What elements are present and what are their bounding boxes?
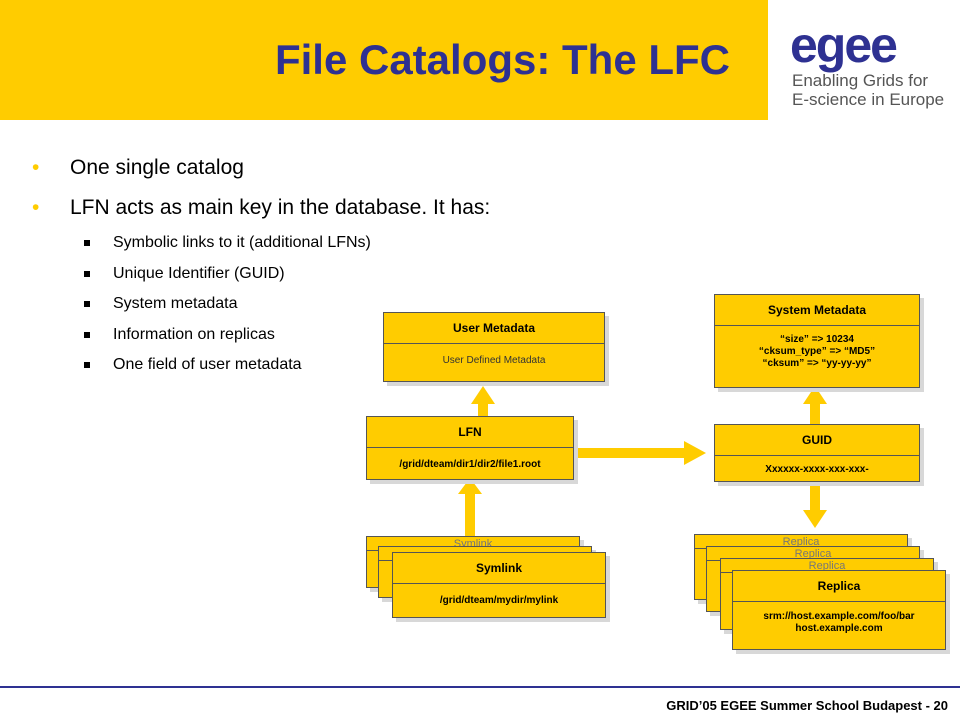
bullet-item: • LFN acts as main key in the database. I… — [32, 188, 490, 228]
arrow-lfn-to-guid-shaft — [572, 448, 686, 458]
box-title: User Metadata — [384, 313, 604, 344]
arrow-symlink-to-lfn-head — [458, 478, 482, 494]
box-body: /grid/dteam/dir1/dir2/file1.root — [399, 459, 541, 470]
metadata-line: “cksum” => “yy-yy-yy” — [762, 358, 872, 369]
sub-bullet-item: System metadata — [32, 289, 490, 320]
box-body: User Defined Metadata — [442, 355, 546, 366]
arrow-guid-to-system-metadata-shaft — [810, 402, 820, 426]
logo-wordmark: egee — [790, 17, 898, 73]
bullet-dot-icon: • — [32, 196, 40, 219]
sub-bullet-item: Unique Identifier (GUID) — [32, 259, 490, 290]
bullet-list: • One single catalog • LFN acts as main ke… — [32, 148, 490, 381]
arrow-lfn-to-user-metadata-shaft — [478, 402, 488, 418]
box-title: LFN — [367, 417, 573, 448]
metadata-line: “cksum_type” => “MD5” — [758, 346, 876, 357]
bullet-text: LFN acts as main key in the database. It… — [70, 196, 491, 219]
replica-line: srm://host.example.com/foo/bar — [763, 611, 915, 622]
guid-box: GUID Xxxxxx-xxxx-xxx-xxx- — [714, 424, 920, 482]
sub-bullet-text: Symbolic links to it (additional LFNs) — [113, 234, 371, 251]
header-band — [0, 0, 768, 120]
box-body: “size” => 10234 “cksum_type” => “MD5” “c… — [715, 326, 919, 370]
square-bullet-icon — [84, 240, 90, 246]
arrow-guid-to-replica-head — [803, 510, 827, 528]
metadata-line: “size” => 10234 — [780, 334, 854, 345]
sub-bullet-text: System metadata — [113, 295, 238, 312]
arrow-lfn-to-user-metadata-head — [471, 386, 495, 404]
replica-box: Replica srm://host.example.com/foo/bar h… — [732, 570, 946, 650]
box-title: GUID — [715, 425, 919, 456]
box-body: Xxxxxx-xxxx-xxx-xxx- — [765, 464, 869, 475]
sub-bullet-item: One field of user metadata — [32, 350, 490, 381]
sub-bullet-text: Information on replicas — [113, 325, 275, 343]
symlink-box: Symlink /grid/dteam/mydir/mylink — [392, 552, 606, 618]
square-bullet-icon — [84, 270, 90, 277]
footer-divider — [0, 686, 960, 688]
square-bullet-icon — [84, 301, 90, 307]
footer-text: GRID’05 EGEE Summer School Budapest - 20 — [666, 698, 948, 713]
logo-tagline-1: Enabling Grids for — [792, 71, 929, 90]
arrow-symlink-to-lfn-shaft — [465, 492, 475, 542]
arrow-guid-to-replica-shaft — [810, 482, 820, 512]
box-title: System Metadata — [715, 295, 919, 326]
lfn-box: LFN /grid/dteam/dir1/dir2/file1.root — [366, 416, 574, 480]
sub-bullet-text: Unique Identifier (GUID) — [113, 264, 285, 282]
sub-bullet-item: Information on replicas — [32, 320, 490, 351]
sub-bullet-item: Symbolic links to it (additional LFNs) — [32, 228, 490, 259]
user-metadata-box: User Metadata User Defined Metadata — [383, 312, 605, 382]
arrow-guid-to-system-metadata-head — [803, 386, 827, 404]
square-bullet-icon — [84, 362, 90, 368]
sub-bullet-text: One field of user metadata — [113, 356, 302, 373]
system-metadata-box: System Metadata “size” => 10234 “cksum_t… — [714, 294, 920, 388]
bullet-text: One single catalog — [70, 156, 244, 179]
bullet-dot-icon: • — [32, 156, 40, 179]
bullet-item: • One single catalog — [32, 148, 490, 188]
box-body: /grid/dteam/mydir/mylink — [439, 595, 559, 606]
box-title: Replica — [733, 571, 945, 602]
logo-tagline-2: E-science in Europe — [792, 90, 945, 109]
replica-line: host.example.com — [795, 623, 883, 634]
egee-logo: egee Enabling Grids for E-science in Eur… — [790, 20, 950, 110]
square-bullet-icon — [84, 331, 90, 338]
slide-title: File Catalogs: The LFC — [274, 36, 730, 83]
box-body: srm://host.example.com/foo/bar host.exam… — [733, 602, 945, 635]
box-title: Symlink — [393, 553, 605, 584]
arrow-lfn-to-guid-head — [684, 441, 706, 465]
